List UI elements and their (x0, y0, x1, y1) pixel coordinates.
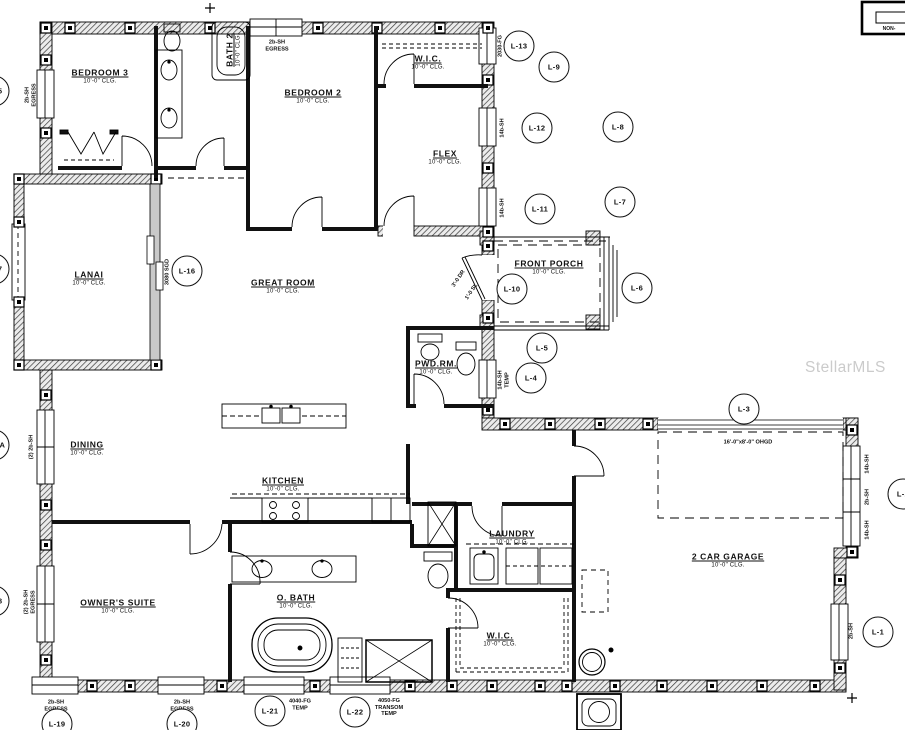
window-tag-garage-1: 14b-SH (864, 454, 871, 474)
marker-l-11: L-11 (524, 193, 556, 225)
garage-door-tag: 16'-0"x8'-0" OHGD (723, 439, 773, 446)
window-tag-right-lower: 2b-SH (848, 622, 855, 640)
windows (11, 18, 861, 695)
garage-features (576, 418, 844, 730)
window-tag-dining: (2) 2b-SH (28, 434, 35, 460)
marker-l-3: L-3 (728, 393, 760, 425)
room-label-wic-top: W.I.C.10'-0" CLG. (411, 53, 445, 71)
window-tag-flex-upper: 14b-SH (499, 118, 506, 138)
watermark: StellarMLS (805, 359, 886, 376)
room-label-pwd-rm: PWD.RM.10'-0" CLG. (415, 358, 457, 376)
marker-l-8: L-8 (602, 111, 634, 143)
corner-legend-box (860, 0, 905, 36)
marker-l-12: L-12 (521, 112, 553, 144)
corner-legend-label: NON- (882, 26, 896, 32)
marker-l-9: L-9 (538, 51, 570, 83)
marker-l-5: L-5 (526, 332, 558, 364)
kitchen-fixtures (221, 403, 457, 547)
window-tag-flex-lower: 14b-SH (499, 198, 506, 218)
marker-l-16: L-16 (171, 255, 203, 287)
wall-posts (13, 22, 858, 692)
survey-crosses (205, 3, 857, 703)
laundry-fixtures (466, 543, 574, 585)
marker-l-13: L-13 (503, 30, 535, 62)
window-tag-lanai-sgd: 3080 SGD (164, 258, 171, 286)
marker-l-7: L-7 (604, 186, 636, 218)
exterior-walls (13, 21, 859, 693)
sliding-glass-door (146, 183, 164, 361)
room-label-wic-owner: W.I.C.10'-0" CLG. (483, 630, 517, 648)
window-tag-garage-3: 14b-SH (864, 520, 871, 540)
window-tag-garage-2: 2b-SH (864, 488, 871, 506)
marker-l-6: L-6 (621, 272, 653, 304)
marker-l-19: L-19 (41, 708, 73, 730)
marker-l-20: L-20 (166, 708, 198, 730)
marker-l-10: L-10 (496, 273, 528, 305)
marker-l-21: L-21 (254, 695, 286, 727)
marker-l-1: L-1 (862, 616, 894, 648)
fixtures (155, 21, 477, 683)
closets (59, 43, 569, 683)
marker-l-22: L-22 (339, 696, 371, 728)
marker-l-4: L-4 (515, 362, 547, 394)
doors (121, 53, 605, 629)
